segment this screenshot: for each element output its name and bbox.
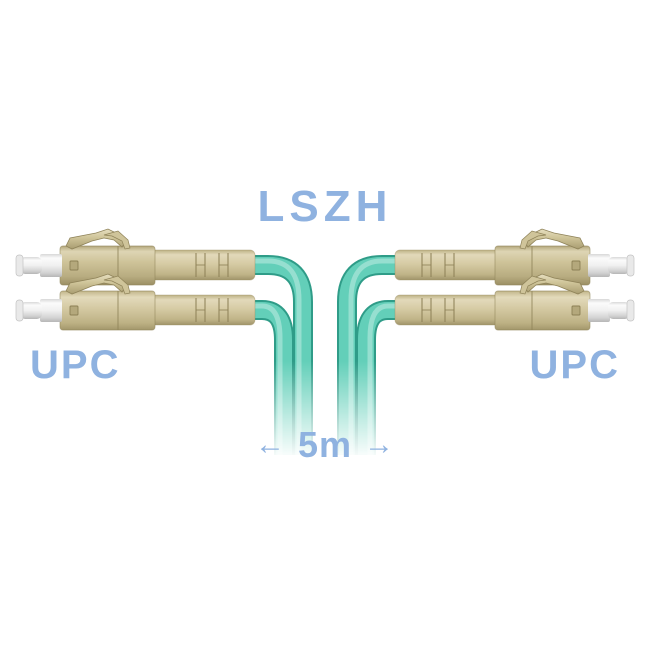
- connector-right-bottom: [394, 273, 635, 331]
- connector-marking-right-top: [571, 260, 581, 271]
- length-value: 5m: [297, 424, 353, 465]
- connector-body-left-top: [60, 246, 155, 285]
- ferrule-tip-left-top: [20, 257, 42, 274]
- arrow-right-icon: →: [364, 428, 396, 461]
- length-dimension: ← 5m →: [0, 424, 650, 466]
- connector-body-left-bottom: [60, 291, 155, 330]
- ferrule-tip-right-bottom: [608, 302, 630, 319]
- ferrule-base-right-top: [588, 254, 610, 277]
- ferrule-base-left-top: [40, 254, 62, 277]
- ferrule-tip-left-bottom: [20, 302, 42, 319]
- connector-right-top: [394, 228, 635, 286]
- connector-polish-label-right: UPC: [529, 343, 620, 387]
- connector-left-top: [15, 228, 256, 286]
- connector-body-right-bottom: [495, 291, 590, 330]
- connector-marking-left-top: [69, 260, 79, 271]
- connector-marking-right-bottom: [571, 305, 581, 316]
- ferrule-tip-right-top: [608, 257, 630, 274]
- arrow-left-icon: ←: [254, 428, 286, 461]
- connector-body-right-top: [495, 246, 590, 285]
- cable-group: [252, 255, 398, 455]
- ferrule-base-left-bottom: [40, 299, 62, 322]
- connector-left-bottom: [15, 273, 256, 331]
- connector-polish-label-left: UPC: [30, 343, 121, 387]
- connector-marking-left-bottom: [69, 305, 79, 316]
- jacket-rating-label: LSZH: [257, 182, 393, 231]
- ferrule-base-right-bottom: [588, 299, 610, 322]
